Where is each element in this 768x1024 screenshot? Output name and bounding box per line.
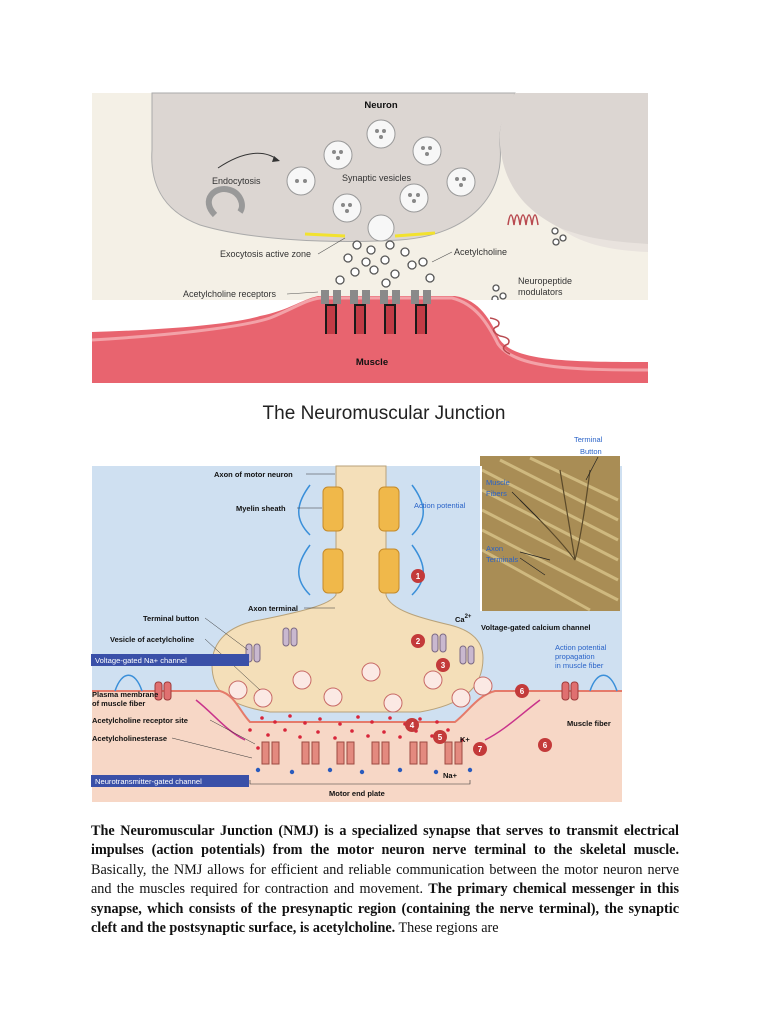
label-exocytosis: Exocytosis active zone [220, 249, 311, 259]
photo-label-muscle-2: Fibers [486, 489, 507, 498]
label-motor-end-plate: Motor end plate [329, 789, 385, 798]
label-synaptic-vesicles: Synaptic vesicles [342, 173, 412, 183]
motor-axon [211, 465, 484, 713]
figure-title: The Neuromuscular Junction [262, 403, 506, 424]
photo-label-axon-2: Terminals [486, 555, 518, 564]
paragraph-bold-2: The primary chemical messenger in this s… [91, 881, 679, 937]
ca-channels [245, 627, 475, 665]
label-vesicle-ach: Vesicle of acetylcholine [110, 635, 194, 644]
muscle-region: Muscle [91, 290, 649, 383]
label-muscle-fiber: Muscle fiber [567, 719, 611, 728]
label-vg-na-channel: Voltage-gated Na+ channel [95, 656, 187, 665]
label-neuropeptide: Neuropeptide [518, 276, 572, 286]
paragraph-text-1: Basically, the NMJ allows for efficient … [91, 861, 679, 898]
label-ca: Ca2+ [455, 614, 472, 624]
endocytosis-pit [205, 186, 245, 218]
paragraph-text-2: These regions are [395, 920, 499, 937]
label-plasma-membrane-1: Plasma membrane [92, 690, 158, 699]
label-acetylcholine: Acetylcholine [454, 247, 507, 257]
banner-nt-gated [91, 775, 249, 787]
banner-vg-na [91, 654, 249, 666]
label-modulators: modulators [518, 287, 563, 297]
synapse-diagram: Neuron Endocytosis Synaptic vesicles Exo… [92, 92, 648, 300]
label-na: Na+ [443, 771, 458, 780]
muscle-fiber [92, 691, 622, 802]
label-endocytosis: Endocytosis [212, 176, 261, 186]
badge-2: 2 [416, 637, 421, 646]
label-action-potential: Action potential [414, 501, 466, 510]
ach-vesicles [228, 662, 493, 713]
label-ap-propagation-1: Action potential [555, 643, 607, 652]
label-muscle: Muscle [356, 357, 388, 368]
neuropeptide-coil [507, 214, 539, 226]
label-ach-receptors: Acetylcholine receptors [183, 289, 277, 299]
badge-7: 7 [478, 745, 483, 754]
paragraph-bold-1: The Neuromuscular Junction (NMJ) is a sp… [91, 823, 679, 859]
end-plate-channels [261, 741, 463, 765]
label-ap-propagation-3: in muscle fiber [555, 661, 604, 670]
label-plasma-membrane-2: of muscle fiber [92, 699, 145, 708]
label-nt-gated-channel: Neurotransmitter-gated channel [95, 777, 202, 786]
photo-label-muscle-1: Muscle [486, 478, 510, 487]
badge-6-b: 6 [543, 741, 548, 750]
label-vg-calcium-channel: Voltage-gated calcium channel [481, 623, 590, 632]
label-myelin-sheath: Myelin sheath [236, 504, 286, 513]
neuropeptide-receptor-coil [489, 317, 511, 355]
body-paragraph: The Neuromuscular Junction (NMJ) is a sp… [91, 822, 679, 938]
label-axon-terminal: Axon terminal [248, 604, 298, 613]
photo-label-axon-1: Axon [486, 544, 503, 553]
ach-receptors [321, 290, 431, 334]
badge-3: 3 [441, 661, 446, 670]
label-acetylcholinesterase: Acetylcholinesterase [92, 734, 167, 743]
badge-4: 4 [410, 721, 415, 730]
synaptic-vesicles [286, 119, 476, 242]
ach-release-dots [248, 714, 478, 750]
badge-5: 5 [438, 733, 443, 742]
step-badges [405, 569, 552, 756]
badge-6-a: 6 [520, 687, 525, 696]
acetylcholine-molecules [335, 227, 567, 300]
label-axon-motor-neuron: Axon of motor neuron [214, 470, 293, 479]
photo-label-terminal-2: Button [580, 447, 602, 456]
photo-label-terminal-1: Terminal [574, 435, 603, 444]
label-ap-propagation-2: propagation [555, 652, 595, 661]
nmj-diagram: 1 2 3 6 4 5 7 6 Axon of motor neuron Mye… [91, 435, 622, 802]
label-terminal-button: Terminal button [143, 614, 200, 623]
label-neuron: Neuron [364, 100, 397, 111]
label-k: K+ [460, 735, 470, 744]
na-channels [154, 681, 579, 701]
badge-1: 1 [416, 572, 421, 581]
label-ach-receptor-site: Acetylcholine receptor site [92, 716, 188, 725]
